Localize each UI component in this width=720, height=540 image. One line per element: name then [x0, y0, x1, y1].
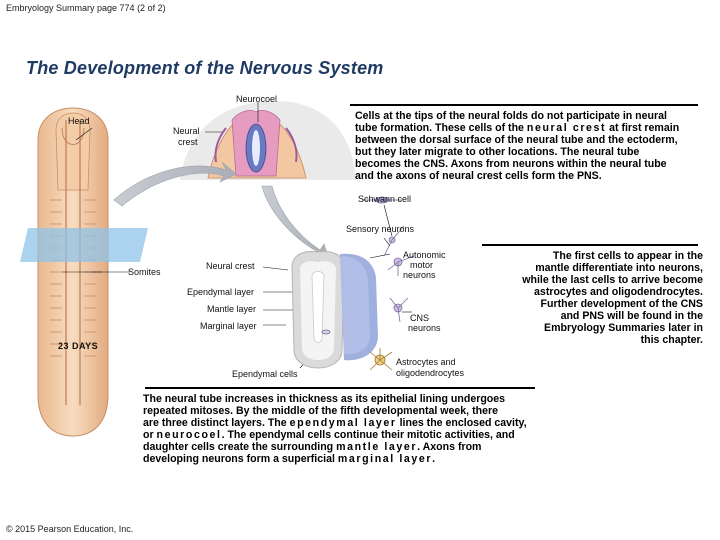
divider-top-paragraph — [350, 104, 698, 106]
divider-right-paragraph — [482, 244, 698, 246]
arrow-embryo-to-section — [113, 161, 237, 207]
astrocyte-cell — [369, 348, 393, 371]
term-marginal-layer: marginal layer — [337, 453, 433, 465]
label-marginal-layer: Marginal layer — [200, 321, 257, 331]
term-neurocoel: neurocoel — [156, 429, 222, 441]
paragraph-neural-crest: Cells at the tips of the neural folds do… — [355, 110, 680, 182]
term-mantle-layer: mantle layer — [336, 441, 418, 453]
label-autonomic-line1: Autonomic — [403, 250, 446, 260]
schwann-cell — [362, 196, 402, 204]
label-ependymal-layer: Ependymal layer — [187, 287, 255, 297]
label-autonomic-line3: neurons — [403, 270, 436, 280]
arrow-section-to-tube — [261, 185, 331, 263]
label-ependymal-cells: Ependymal cells — [232, 369, 298, 379]
autonomic-motor-neuron — [387, 255, 415, 276]
paragraph-first-cells: The first cells to appear in the mantle … — [522, 250, 703, 346]
label-astrocytes-line2: oligodendrocytes — [396, 368, 465, 378]
label-neural-crest-top-line1: Neural — [173, 126, 200, 136]
divider-bottom-paragraph — [145, 387, 535, 389]
ependymal-cell — [321, 329, 331, 335]
label-schwann-cell: Schwann cell — [358, 194, 412, 204]
label-cns-line2: neurons — [408, 323, 441, 333]
label-sensory-neurons: Sensory neurons — [346, 224, 415, 234]
label-neural-crest-top-line2: crest — [178, 137, 198, 147]
label-23-days: 23 DAYS — [58, 341, 99, 351]
label-neural-crest: Neural crest — [206, 261, 255, 271]
page-title: The Development of the Nervous System — [26, 58, 384, 78]
neural-tube-layers — [291, 251, 378, 369]
page-header: Embryology Summary page 774 (2 of 2) — [6, 3, 166, 13]
cns-neuron — [389, 297, 409, 323]
term-ependymal-layer: ependymal layer — [289, 417, 397, 429]
label-head: Head — [68, 116, 90, 126]
label-mantle-layer: Mantle layer — [207, 304, 257, 314]
label-somites: Somites — [128, 267, 161, 277]
paragraph-neural-tube-layers: The neural tube increases in thickness a… — [143, 393, 527, 465]
label-astrocytes-line1: Astrocytes and — [396, 357, 456, 367]
label-neurocoel: Neurocoel — [236, 94, 278, 104]
neural-tube-cross-section-top — [180, 101, 356, 180]
term-neural-crest: neural crest — [526, 122, 607, 134]
label-cns-line1: CNS — [410, 313, 430, 323]
sensory-neuron — [383, 225, 405, 257]
section-plane — [20, 228, 148, 262]
copyright-notice: © 2015 Pearson Education, Inc. — [6, 524, 134, 534]
label-autonomic-line2: motor — [410, 260, 434, 270]
